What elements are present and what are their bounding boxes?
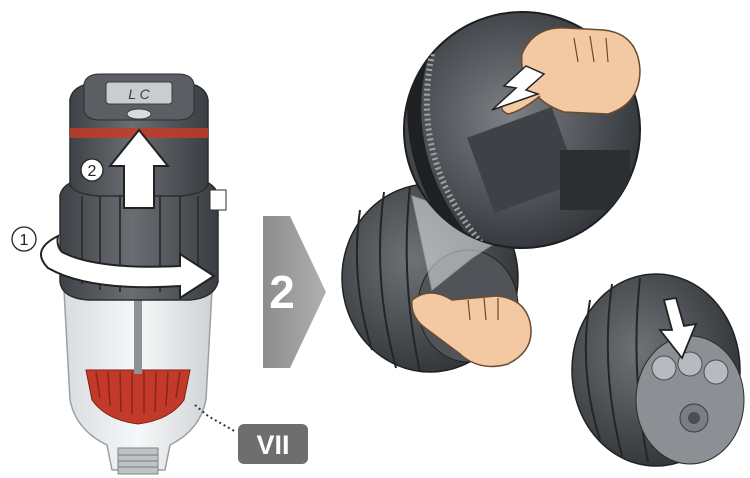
button-b [677,351,703,377]
version-badge [238,424,308,464]
inner-block [560,150,630,210]
chevron-step-number: 2 [269,266,295,318]
side-latch [209,189,227,211]
step1-marker-number: 1 [20,232,29,249]
zoom-detail [403,11,641,249]
filter-ribs [95,371,181,414]
press-direction-arrow-icon [491,65,546,111]
display-text: L C [128,86,150,102]
badge-leader [194,404,237,433]
gear-teeth [423,53,485,246]
push-up-arrow-icon [107,128,171,209]
lubricator-device: L C 2 1 VII [11,73,308,475]
step2-marker [80,158,104,182]
step2-marker-number: 2 [88,163,97,180]
rotate-arrow-icon [39,234,216,300]
lcd-display [105,81,173,105]
version-badge-text: VII [256,430,289,460]
center-rod [134,290,142,374]
chevron-arrow-icon [263,216,326,368]
step-chevron: 2 [263,216,326,368]
button-c [703,359,729,385]
hand-icon [411,292,532,368]
release-button [126,108,152,120]
cylinder-view-2 [571,273,745,467]
press-down-arrow-icon [658,296,698,360]
step1-marker [11,226,37,252]
button-a [651,355,677,381]
red-filter [85,369,191,425]
latch-part [467,107,579,213]
